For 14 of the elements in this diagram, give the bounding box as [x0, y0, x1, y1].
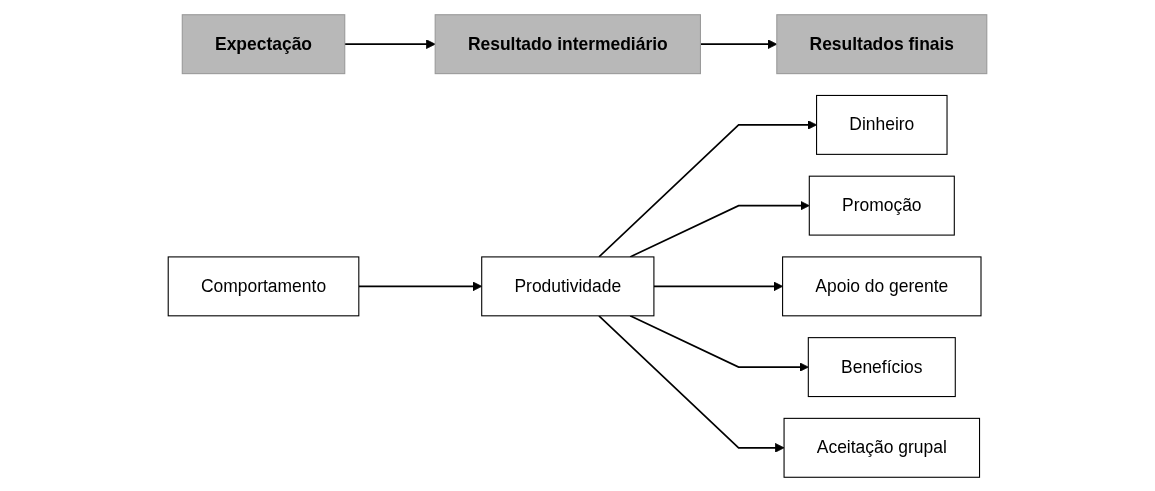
node-box: Promoção	[808, 175, 955, 236]
node-box: Apoio do gerente	[782, 255, 982, 316]
arrow	[598, 119, 817, 258]
node-box: Produtividade	[481, 255, 655, 316]
node-box: Resultado intermediário	[434, 13, 701, 74]
arrow	[629, 200, 810, 258]
arrow	[598, 314, 785, 453]
node-box: Aceitação grupal	[783, 417, 981, 478]
arrow	[629, 314, 809, 372]
node-box: Dinheiro	[816, 94, 948, 155]
node-box: Resultados finais	[776, 13, 988, 74]
node-box: Benefícios	[807, 336, 956, 397]
node-box: Expectação	[181, 13, 346, 74]
node-box: Comportamento	[167, 255, 360, 316]
